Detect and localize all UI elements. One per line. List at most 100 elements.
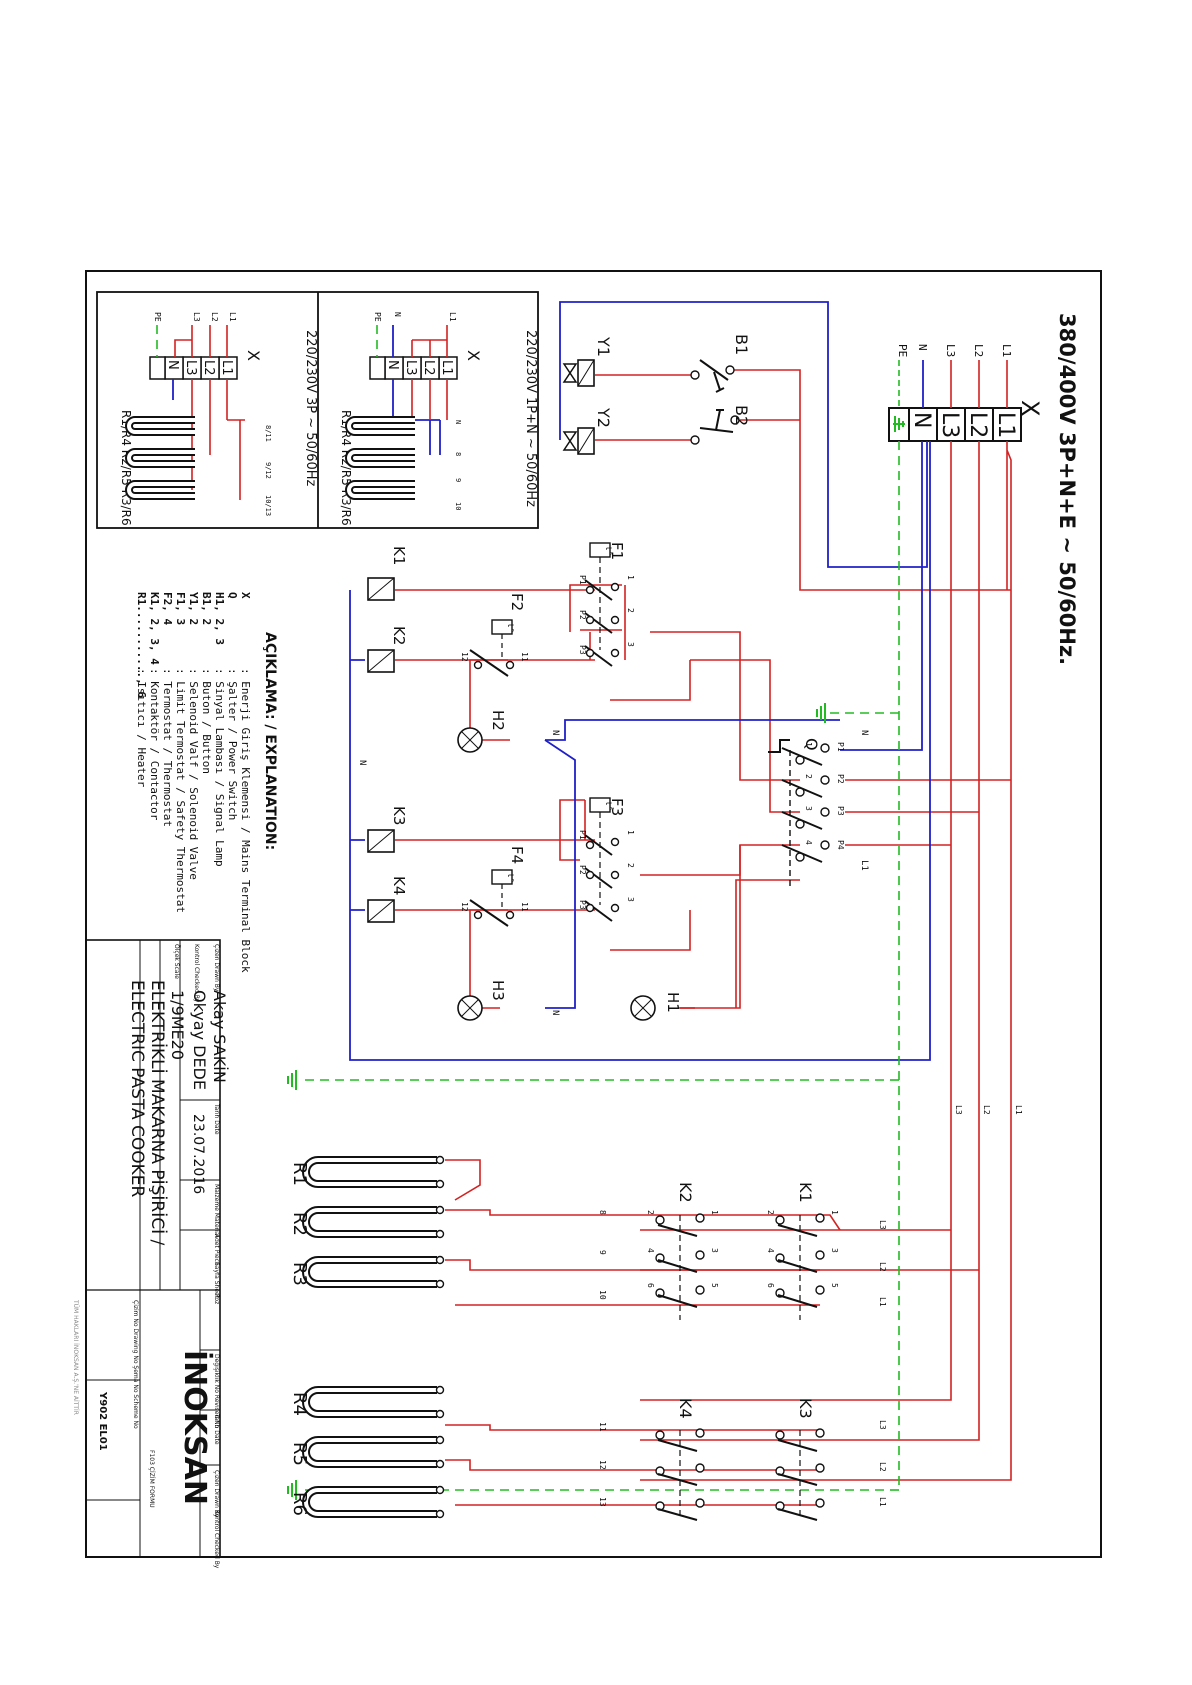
- limit-thermostat-f1: F1 t° 1 2 3 P1 P2 P3: [578, 542, 635, 667]
- line-label: L3: [954, 1105, 963, 1115]
- sheet-label: Sayfa Sheet: [213, 1262, 220, 1299]
- earth-icon: [287, 1070, 297, 1090]
- rev-date-label: Tarih Date: [213, 1413, 220, 1445]
- rev-label: Değişiklik No Revised No: [213, 1354, 220, 1429]
- thermostat-f2: F2 t° 11 12: [460, 593, 529, 677]
- alt-3p-w: L1: [228, 312, 237, 322]
- solenoid-valve-y2: Y2: [562, 407, 613, 455]
- legend-desc: : Isıtıcı / Heater: [135, 668, 148, 788]
- date-value: 23.07.2016: [190, 1114, 206, 1194]
- contact-term-label: 2: [646, 1210, 655, 1215]
- f1-pin-label: P2: [578, 610, 587, 620]
- drawing-title-en: ELECTRIC PASTA COOKER: [127, 980, 147, 1198]
- signal-lamp-h2: H2: [457, 710, 507, 753]
- alt-3p-heater-coils: [125, 416, 195, 500]
- switch-pin-label: P4: [836, 840, 845, 850]
- copyright-note: TÜM HAKLARI İNOKSAN A.Ş.'NE AİTTİR: [72, 1299, 79, 1415]
- scale-value: 1/9ME20: [168, 990, 187, 1060]
- f1-pin-label: P3: [578, 645, 587, 655]
- legend-code: F1, 3: [174, 592, 187, 625]
- contactor-coil-k2: K2: [367, 626, 408, 673]
- legend-desc: : Selenoid Valf / Solenoid Valve: [187, 668, 200, 880]
- legend-title: AÇIKLAMA: / EXPLANATION:: [262, 632, 278, 850]
- earth-icon: [287, 1480, 297, 1500]
- line-label: L2: [878, 1262, 887, 1272]
- f4-pin-label: 12: [460, 902, 469, 912]
- f3-pin-label: P2: [578, 865, 587, 875]
- legend-desc: : Termostat / Thermostat: [161, 668, 174, 827]
- drawing-no-value: Y902 EL01: [97, 1391, 108, 1451]
- alt-1p-x: X: [464, 350, 483, 361]
- wire-number: 11: [598, 1422, 607, 1432]
- switch-pin-label: P1: [836, 742, 845, 752]
- contacts-k3-label: K3: [796, 1398, 815, 1419]
- f3-pin-label: P1: [578, 830, 587, 840]
- contact-term-label: 3: [830, 1248, 839, 1253]
- form-code: F103 ÇİZİM FORMU: [148, 1450, 155, 1508]
- legend-desc: : Kontaktör / Contactor: [148, 668, 161, 821]
- f3-term-label: 1: [626, 830, 635, 835]
- button-b1-label: B1: [732, 334, 751, 355]
- legend-desc: : Şalter / Power Switch: [226, 668, 239, 820]
- qty-label: Adet Piece: [213, 1234, 220, 1266]
- rev-drawn-label: Çizen Drawn By: [213, 1470, 220, 1518]
- solenoid-valve-y1: Y1: [562, 336, 613, 387]
- button-b2: B2: [690, 405, 751, 445]
- legend-code: H1, 2, 3: [213, 592, 226, 645]
- heater-r4-label: R4: [289, 1392, 310, 1416]
- contact-term-label: 1: [710, 1210, 719, 1215]
- limit-thermostat-f3: F3 t° 1 2 3 P1 P2 P3: [578, 797, 635, 922]
- alt-1p-w: N: [393, 312, 402, 317]
- coil-k4-label: K4: [390, 876, 408, 895]
- contactor-contacts-k3: K3: [775, 1398, 825, 1521]
- checked-by-value: Okyay DEDE: [190, 990, 209, 1090]
- contacts-k4-label: K4: [676, 1398, 695, 1419]
- drawing-no-label: Çizim No Drawing No Şema No Scheme No: [132, 1300, 139, 1429]
- f2-pin-label: 11: [520, 652, 529, 662]
- thermostat-f4-label: F4: [508, 846, 526, 864]
- wire-number: 12: [598, 1460, 607, 1470]
- terminal-l1-label: L1: [993, 412, 1018, 438]
- drawn-by-value: Akay SAKİN: [210, 990, 229, 1083]
- switch-q-label: Q: [802, 738, 821, 751]
- heater-r5: R5: [289, 1435, 445, 1469]
- wire-number: 9: [598, 1250, 607, 1255]
- contactor-contacts-k4: K4: [655, 1398, 705, 1521]
- line-label: L3: [878, 1420, 887, 1430]
- wire-label-l3: L3: [944, 344, 957, 357]
- scale-label: Ölçek Scale: [173, 944, 180, 979]
- thermostat-f3-label: F3: [608, 798, 626, 816]
- alt-1p-t: L1: [439, 360, 454, 376]
- lamp-h3-label: H3: [489, 980, 507, 1001]
- coil-k2-label: K2: [390, 626, 408, 645]
- legend: AÇIKLAMA: / EXPLANATION: X : Enerji Giri…: [135, 592, 278, 973]
- contact-term-label: 6: [646, 1283, 655, 1288]
- f3-term-label: 3: [626, 897, 635, 902]
- alt-1p-w: PE: [373, 312, 382, 322]
- alt-3p-title: 220/230V 3P ~ 50/60Hz: [303, 330, 318, 487]
- button-b2-label: B2: [732, 405, 751, 426]
- line-label: L2: [878, 1462, 887, 1472]
- legend-desc: : Sinyal Lambası / Signal Lamp: [213, 668, 226, 867]
- contact-term-label: 5: [710, 1283, 719, 1288]
- thermostat-f2-label: F2: [508, 593, 526, 611]
- switch-term-label: 2: [804, 774, 813, 779]
- thermostat-marker: t°: [506, 873, 515, 883]
- heater-r6: R6: [289, 1485, 445, 1519]
- alt-3p-w: L3: [192, 312, 201, 322]
- legend-desc: : Enerji Giriş Klemensi / Mains Terminal…: [239, 668, 252, 973]
- supply-section: 380/400V 3P+N+E ~ 50/60Hz. X L1 L2 L3 N …: [888, 313, 1079, 665]
- alt-3p-pin: 8/11: [264, 425, 272, 442]
- f4-pin-label: 11: [520, 902, 529, 912]
- alt-1p-t: N: [385, 360, 400, 370]
- legend-code: F2, 4: [161, 592, 174, 625]
- thermostat-marker: t°: [604, 801, 613, 811]
- contact-term-label: 6: [766, 1283, 775, 1288]
- heater-r1: R1: [289, 1155, 445, 1189]
- legend-code: R1..........., 6: [135, 592, 148, 698]
- drawing-title-tr: ELEKTRİKLİ MAKARNA PİŞİRİCİ /: [147, 980, 168, 1246]
- alt-3p-w: L2: [210, 312, 219, 322]
- heater-r3: R3: [289, 1255, 445, 1289]
- heater-r5-label: R5: [289, 1442, 310, 1466]
